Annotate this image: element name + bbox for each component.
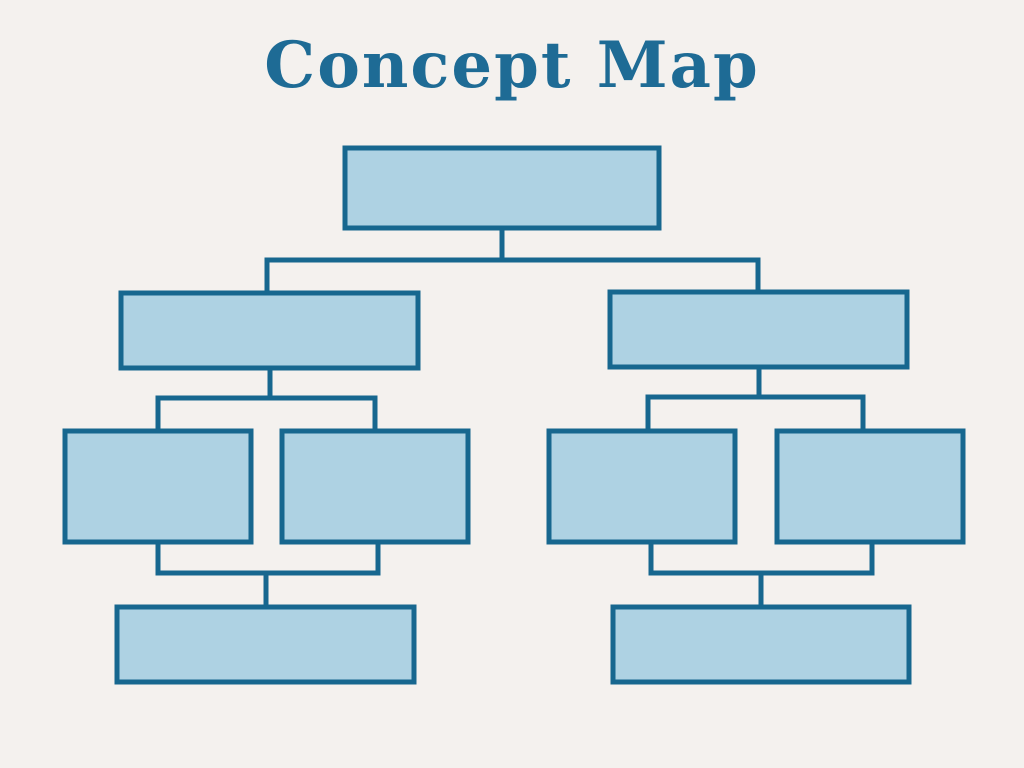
left-merge-node-box — [114, 604, 417, 685]
right-merge-node-box — [610, 604, 912, 685]
root-node-box — [342, 145, 662, 231]
connector-left-branch-to-children — [155, 368, 378, 431]
connector-right-children-merge — [648, 542, 875, 607]
branch-right-node-box — [607, 289, 910, 370]
right-child-1-node-box — [546, 428, 738, 545]
connector-right-branch-to-children — [645, 367, 866, 431]
connector-root-to-branches — [264, 228, 761, 293]
right-child-2-node-box — [774, 428, 966, 545]
branch-left-node-box — [118, 290, 421, 371]
left-child-1-node-box — [62, 428, 254, 545]
left-child-2-node-box — [279, 428, 471, 545]
page-title: Concept Map — [264, 28, 760, 103]
connector-left-children-merge — [155, 542, 381, 607]
